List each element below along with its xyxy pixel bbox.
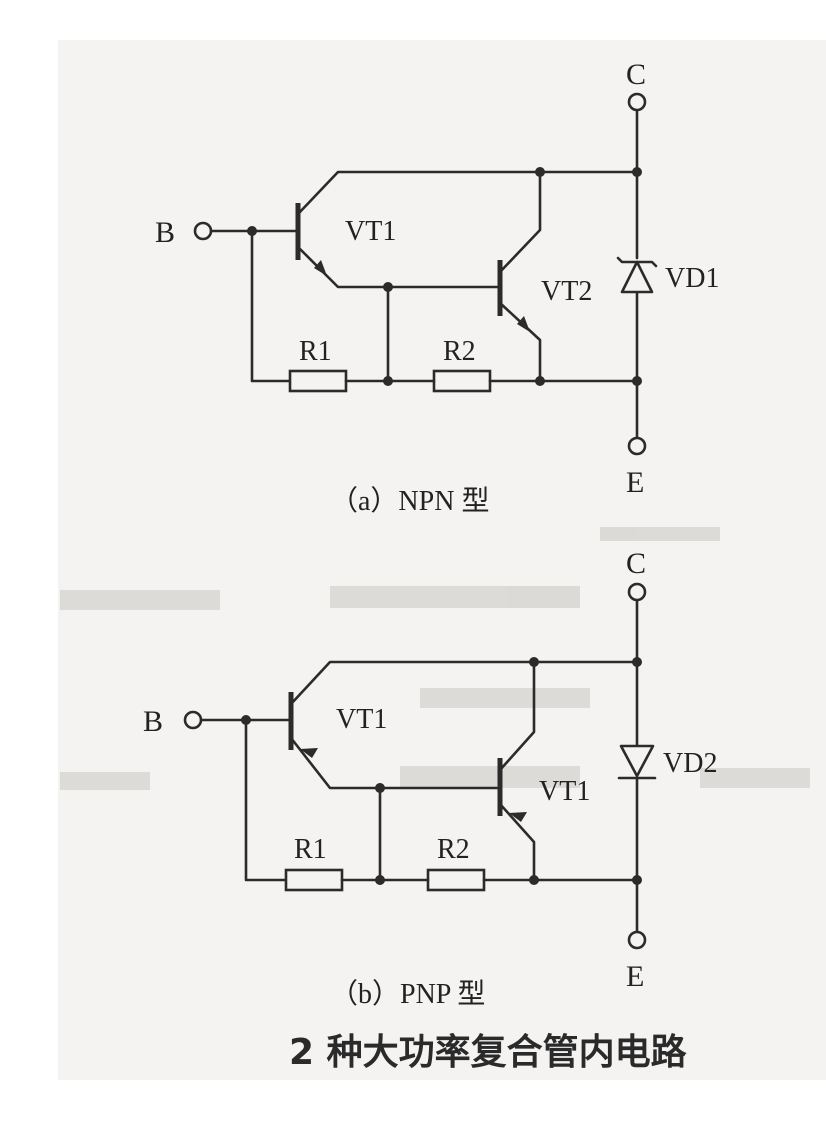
base-terminal-a (193, 221, 213, 241)
diode-vd1 (616, 256, 658, 294)
label-vt1-second-b: VT1 (539, 776, 590, 807)
label-b-b: B (143, 705, 163, 738)
resistor-r2-a (432, 369, 492, 393)
base-terminal-b (183, 710, 203, 730)
wire-base-r1-b (244, 718, 288, 882)
label-vd1: VD1 (665, 263, 719, 294)
wire-base-r1-a (250, 229, 292, 383)
junction-a5 (535, 376, 545, 386)
resistor-r2-b (426, 868, 486, 892)
label-vt1-a: VT1 (345, 216, 396, 247)
sublabel-a: （a）NPN 型 (330, 485, 489, 517)
label-e-a: E (626, 466, 644, 499)
junction-a6 (632, 167, 642, 177)
sublabel-b: （b）PNP 型 (330, 978, 485, 1010)
junction-a7 (632, 376, 642, 386)
label-vd2: VD2 (663, 748, 717, 779)
junction-b7 (632, 875, 642, 885)
collector-terminal-a (627, 92, 647, 112)
label-e-b: E (626, 960, 644, 993)
label-c-a: C (626, 58, 646, 91)
label-r1-b: R1 (294, 834, 327, 865)
circuit-b: B C E VT1 VT1 R1 R2 VD2 （b）PNP 型 (143, 547, 717, 1010)
junction-b6 (632, 657, 642, 667)
emitter-terminal-b (627, 930, 647, 950)
label-r2-b: R2 (437, 834, 470, 865)
collector-terminal-b (627, 582, 647, 602)
figure-caption: 2 种大功率复合管内电路 (289, 1032, 688, 1073)
junction-b5 (529, 875, 539, 885)
bleed-through-marks (60, 527, 810, 790)
label-vt1-b: VT1 (336, 704, 387, 735)
emitter-terminal-a (627, 436, 647, 456)
label-vt2-a: VT2 (541, 276, 592, 307)
scanned-page (58, 40, 826, 1080)
circuit-a: B C E VT1 VT2 R1 R2 VD1 （a）NPN 型 (155, 58, 719, 517)
resistor-r1-b (284, 868, 344, 892)
junction-a4 (383, 376, 393, 386)
label-c-b: C (626, 547, 646, 580)
junction-b4 (375, 875, 385, 885)
transistor-vt2-a (497, 170, 542, 383)
label-r2-a: R2 (443, 336, 476, 367)
label-r1-a: R1 (299, 336, 332, 367)
resistor-r1-a (288, 369, 348, 393)
label-b-a: B (155, 216, 175, 249)
transistor-vt1-second-b (497, 660, 536, 882)
diode-vd2 (617, 744, 657, 780)
